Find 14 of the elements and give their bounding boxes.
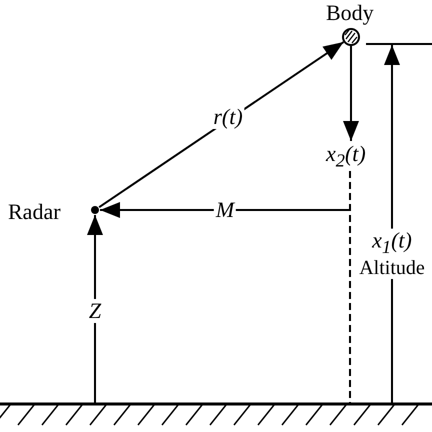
position-label: x$_{2}$(t) (326, 143, 366, 170)
arrow (98, 41, 344, 208)
axis-label: Altitude (357, 257, 427, 279)
arrow (100, 202, 350, 218)
ground-drawing (0, 402, 432, 426)
arrow (87, 215, 103, 403)
edge-label: r(t) (211, 105, 245, 129)
arrow (343, 46, 359, 141)
radar-label: Radar (8, 201, 61, 223)
altitude-tick (366, 43, 432, 45)
edge-label: Z (86, 299, 104, 323)
dashed-line (349, 171, 351, 403)
body-label: Body (326, 2, 374, 24)
edge-label: x$_{1}$(t) (370, 228, 414, 258)
